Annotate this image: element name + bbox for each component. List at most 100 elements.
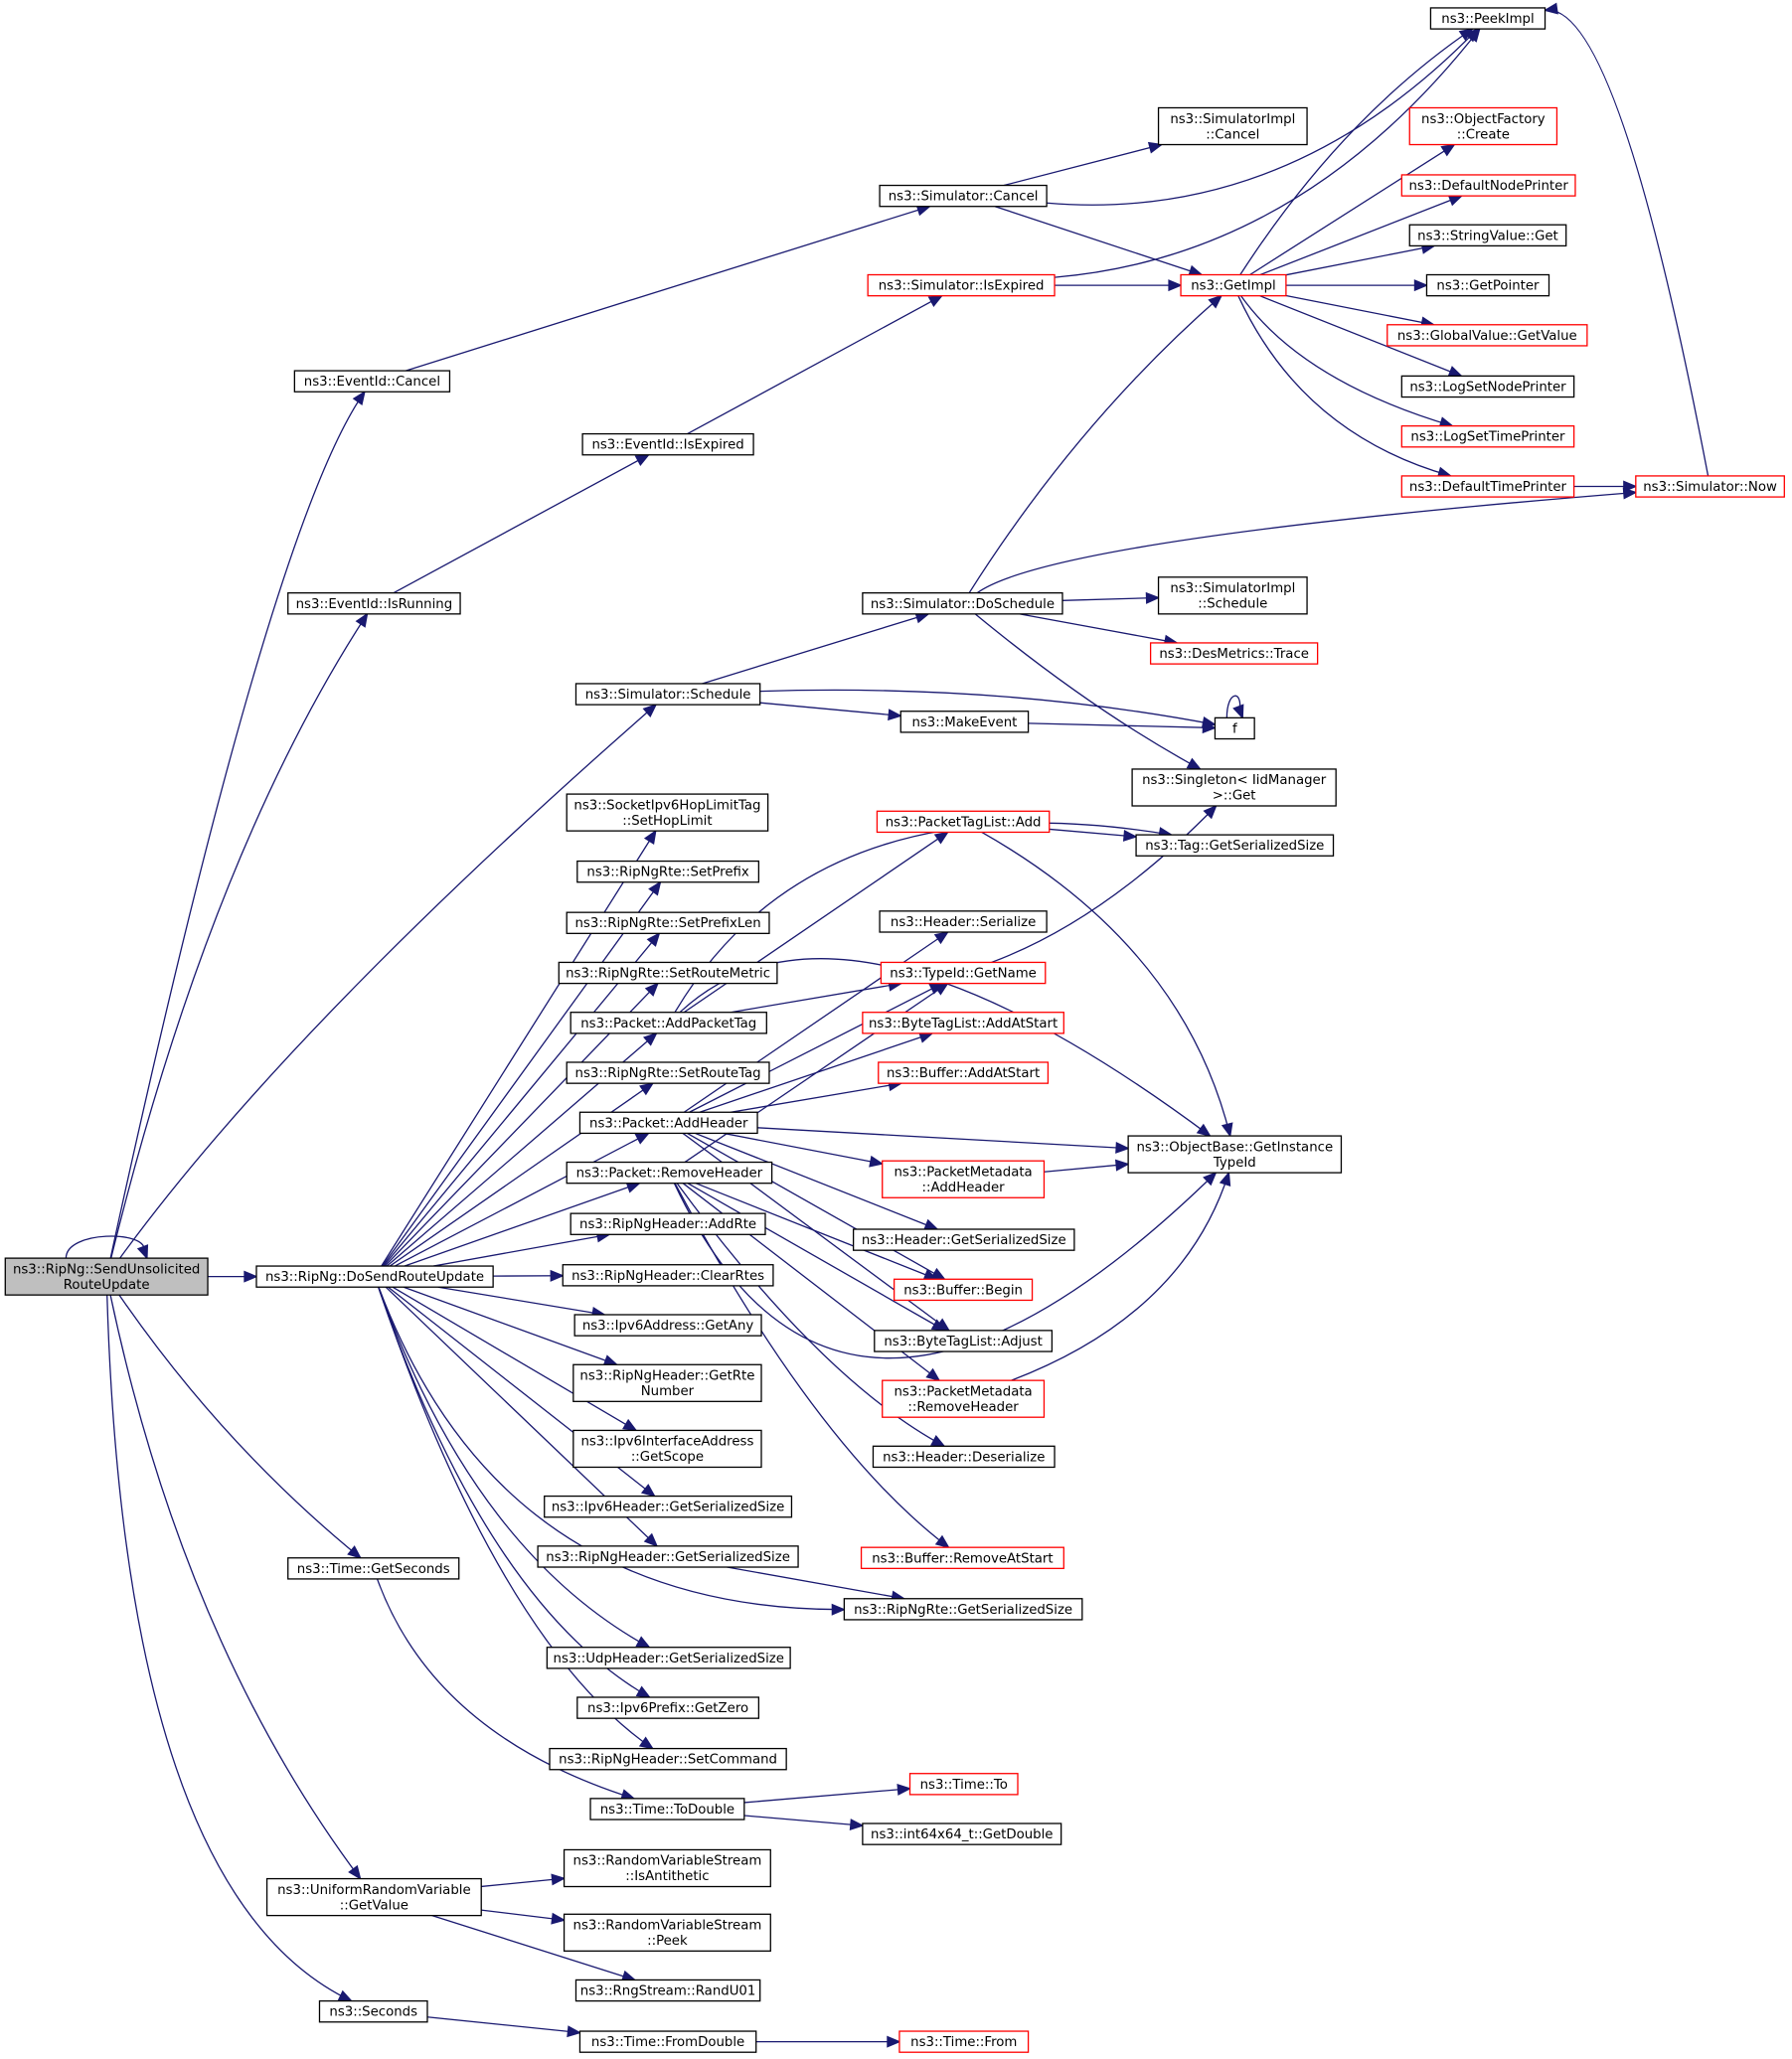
node-simSchedule[interactable]: ns3::Simulator::Schedule [574,683,761,706]
node-globalValueGetValue[interactable]: ns3::GlobalValue::GetValue [1386,324,1588,347]
node-label: ns3::RipNgHeader::AddRte [579,1217,756,1232]
node-bufferRemoveAtStart[interactable]: ns3::Buffer::RemoveAtStart [860,1546,1064,1569]
node-headerGetSerSize[interactable]: ns3::Header::GetSerializedSize [852,1228,1075,1251]
node-label: ns3::DefaultNodePrinter [1408,179,1568,194]
node-simCancel[interactable]: ns3::Simulator::Cancel [879,184,1048,208]
node-bufferAddAtStart[interactable]: ns3::Buffer::AddAtStart [878,1061,1050,1084]
node-box [572,1429,762,1469]
edge-simDoSchedule-to-desTrace [1019,613,1179,647]
node-ripNgHdrSize[interactable]: ns3::RipNgHeader::GetSerializedSize [537,1545,799,1568]
node-desTrace[interactable]: ns3::DesMetrics::Trace [1149,642,1319,665]
node-getAny[interactable]: ns3::Ipv6Address::GetAny [573,1314,762,1337]
node-setPrefixLen[interactable]: ns3::RipNgRte::SetPrefixLen [566,911,770,934]
node-bufferBegin[interactable]: ns3::Buffer::Begin [893,1278,1034,1302]
node-f[interactable]: f [1214,716,1255,740]
node-isAntithetic[interactable]: ns3::RandomVariableStream::IsAntithetic [563,1848,771,1888]
node-udpHdrSize[interactable]: ns3::UdpHeader::GetSerializedSize [546,1647,791,1669]
node-tagGetSerSize[interactable]: ns3::Tag::GetSerializedSize [1135,834,1335,857]
node-getZero[interactable]: ns3::Ipv6Prefix::GetZero [576,1696,760,1719]
edge-simCancel-to-getImpl [994,206,1204,277]
node-timeFrom[interactable]: ns3::Time::From [898,2030,1030,2053]
node-box [1425,273,1550,297]
node-byteTagAdjust[interactable]: ns3::ByteTagList::Adjust [874,1330,1054,1352]
node-clearRtes[interactable]: ns3::RipNgHeader::ClearRtes [562,1264,774,1287]
node-label: ns3::PacketTagList::Add [886,815,1042,830]
node-box [1400,425,1575,448]
node-box [562,1264,774,1287]
node-logSetNodePrinter[interactable]: ns3::LogSetNodePrinter [1400,375,1575,398]
node-simImplCancel[interactable]: ns3::SimulatorImpl::Cancel [1157,106,1308,146]
node-doSend[interactable]: ns3::RipNg::DoSendRouteUpdate [255,1265,494,1288]
node-getScope[interactable]: ns3::Ipv6InterfaceAddress::GetScope [572,1429,762,1469]
node-peekImpl[interactable]: ns3::PeekImpl [1429,7,1547,30]
node-seconds[interactable]: ns3::Seconds [318,1999,428,2023]
node-removeHeader[interactable]: ns3::Packet::RemoveHeader [566,1161,773,1185]
node-stringValueGet[interactable]: ns3::StringValue::Get [1408,224,1567,247]
node-pmAddHeader[interactable]: ns3::PacketMetadata::AddHeader [882,1160,1046,1198]
edge-doSend-to-setCommand [378,1287,655,1750]
node-evCancel[interactable]: ns3::EventId::Cancel [293,370,451,393]
edge-uniformGetValue-to-rvsPeek [481,1909,567,1925]
node-label: ns3::LogSetNodePrinter [1409,380,1566,395]
node-headerDeserialize[interactable]: ns3::Header::Deserialize [872,1445,1056,1469]
node-packetTagListAdd[interactable]: ns3::PacketTagList::Add [876,810,1051,834]
edge-doSend-to-addRte [432,1230,611,1267]
node-objFactory[interactable]: ns3::ObjectFactory::Create [1408,106,1558,146]
node-setCommand[interactable]: ns3::RipNgHeader::SetCommand [549,1747,787,1771]
node-simNow[interactable]: ns3::Simulator::Now [1635,475,1785,498]
node-rteGetSerSize[interactable]: ns3::RipNgRte::GetSerializedSize [843,1598,1083,1621]
node-simDoSchedule[interactable]: ns3::Simulator::DoSchedule [862,592,1063,615]
node-ipv6HdrSize[interactable]: ns3::Ipv6Header::GetSerializedSize [544,1495,793,1518]
node-evIsRunning[interactable]: ns3::EventId::IsRunning [287,592,461,615]
node-singleton[interactable]: ns3::Singleton< IidManager>::Get [1131,768,1337,807]
node-byteTagAddAtStart[interactable]: ns3::ByteTagList::AddAtStart [862,1012,1064,1034]
node-setPrefix[interactable]: ns3::RipNgRte::SetPrefix [576,860,760,883]
node-box [1400,375,1575,398]
node-label: ns3::Simulator::DoSchedule [871,597,1055,612]
node-getPointer[interactable]: ns3::GetPointer [1425,273,1550,297]
node-label: ns3::Time::FromDouble [591,2035,744,2050]
node-label: ns3::EventId::Cancel [304,375,440,390]
node-label: ns3::Tag::GetSerializedSize [1145,839,1324,854]
node-defTimePrinter[interactable]: ns3::DefaultTimePrinter [1400,475,1575,498]
node-label: ns3::PacketMetadata [894,1165,1032,1180]
node-uniformGetValue[interactable]: ns3::UniformRandomVariable::GetValue [265,1877,482,1917]
node-toDouble[interactable]: ns3::Time::ToDouble [589,1798,745,1821]
node-setRouteMetric[interactable]: ns3::RipNgRte::SetRouteMetric [558,961,778,985]
node-int64GetDouble[interactable]: ns3::int64x64_t::GetDouble [862,1822,1062,1845]
node-box [576,860,760,883]
node-makeEvent[interactable]: ns3::MakeEvent [899,711,1030,733]
node-addRte[interactable]: ns3::RipNgHeader::AddRte [570,1212,766,1235]
node-box [1386,324,1588,347]
node-randU01[interactable]: ns3::RngStream::RandU01 [574,1979,761,2002]
node-simIsExpired[interactable]: ns3::Simulator::IsExpired [867,273,1056,297]
node-rvsPeek[interactable]: ns3::RandomVariableStream::Peek [563,1913,771,1952]
node-pmRemoveHeader[interactable]: ns3::PacketMetadata::RemoveHeader [882,1379,1046,1418]
edge-simSchedule-to-simDoSchedule [702,611,930,685]
node-headerSerialize[interactable]: ns3::Header::Serialize [879,910,1048,933]
node-addPacketTag[interactable]: ns3::Packet::AddPacketTag [570,1012,767,1034]
node-label: ns3::Packet::RemoveHeader [576,1167,763,1182]
node-hopLimit[interactable]: ns3::SocketIpv6HopLimitTag::SetHopLimit [566,793,769,832]
node-logSetTimePrinter[interactable]: ns3::LogSetTimePrinter [1400,425,1575,448]
node-label: ns3::EventId::IsExpired [591,438,743,453]
node-getImpl[interactable]: ns3::GetImpl [1180,273,1287,297]
edge-makeEvent-to-f [1028,721,1218,734]
node-simImplSchedule[interactable]: ns3::SimulatorImpl::Schedule [1157,576,1308,615]
node-fromDouble[interactable]: ns3::Time::FromDouble [578,2030,757,2053]
node-typeIdGetName[interactable]: ns3::TypeId::GetName [880,961,1047,985]
node-timeGetSeconds[interactable]: ns3::Time::GetSeconds [287,1557,460,1580]
node-label: ::RemoveHeader [907,1400,1019,1415]
node-setRouteTag[interactable]: ns3::RipNgRte::SetRouteTag [566,1061,770,1084]
node-defNodePrinter[interactable]: ns3::DefaultNodePrinter [1400,174,1576,197]
node-addHeader[interactable]: ns3::Packet::AddHeader [578,1111,758,1135]
node-timeTo[interactable]: ns3::Time::To [908,1773,1019,1796]
node-label: ns3::RipNg::SendUnsolicited [13,1262,200,1277]
node-label: ns3::RipNgHeader::ClearRtes [571,1269,764,1284]
edge-simDoSchedule-to-getImpl [968,294,1223,594]
node-evIsExpired[interactable]: ns3::EventId::IsExpired [581,432,754,456]
node-label: ns3::ObjectBase::GetInstance [1136,1140,1333,1155]
